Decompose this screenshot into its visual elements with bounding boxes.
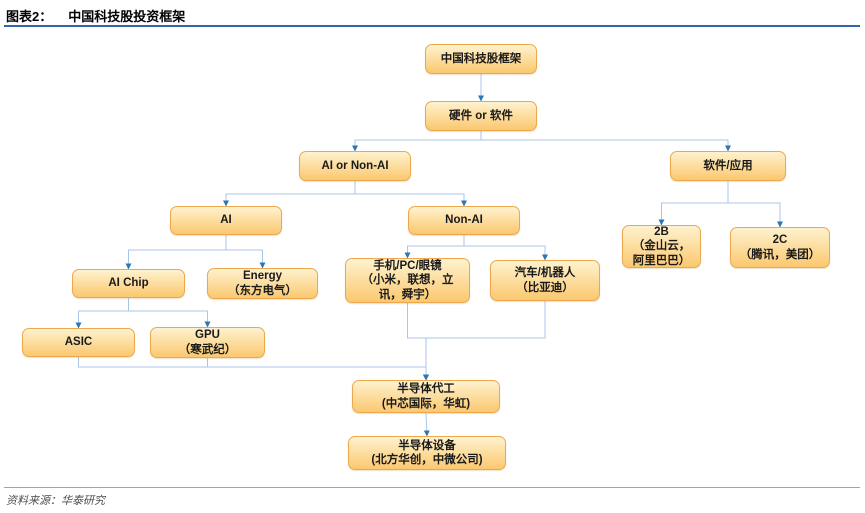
node-phone: 手机/PC/眼镜 （小米，联想，立讯，舜宇） [345, 258, 470, 303]
node-label: ASIC [64, 336, 93, 349]
node-label: (北方华创，中微公司) [371, 454, 483, 466]
edge-ai-or-nonai-ai [223, 181, 356, 207]
edge-hw-sw-ai-or-nonai [352, 131, 482, 152]
edge-ai-or-nonai-non-ai [354, 181, 467, 207]
node-label: 半导体设备 [398, 439, 456, 452]
node-label: 汽车/机器人 [514, 267, 576, 280]
edge-gpu-foundry [207, 358, 429, 381]
node-foundry: 半导体代工(中芯国际，华虹) [352, 380, 500, 413]
node-root: 中国科技股框架 [425, 44, 537, 74]
edge-ai-chip-gpu [128, 298, 211, 328]
edge-auto-foundry [423, 301, 546, 381]
edge-ai-energy [225, 235, 266, 269]
node-label: 阿里巴巴） [632, 254, 691, 267]
node-label: （小米，联想，立 [361, 274, 454, 287]
figure-header: 图表2： 中国科技股投资框架 [6, 6, 185, 25]
node-label: 讯，舜宇） [378, 288, 437, 301]
edge-phone-foundry [407, 303, 429, 381]
node-label: 2C [772, 234, 788, 247]
node-ai: AI [170, 206, 282, 235]
node-label: 硬件 or 软件 [449, 109, 513, 122]
node-label: AI Chip [108, 277, 149, 290]
node-label: AI [220, 214, 232, 227]
node-label: 2B [654, 225, 669, 238]
edge-sw-app-2c [727, 181, 783, 228]
edge-sw-app-2b [658, 181, 729, 226]
node-non-ai: Non-AI [408, 206, 520, 235]
footer-rule [4, 487, 860, 488]
node-auto: 汽车/机器人（比亚迪） [490, 260, 600, 301]
figure-title: 中国科技股投资框架 [68, 9, 186, 24]
node-label: （金山云， [632, 240, 691, 253]
node-label: Energy [243, 270, 282, 283]
node-gpu: GPU（寒武纪） [150, 327, 265, 358]
node-label: （腾讯，美团） [739, 248, 821, 261]
node-ai-chip: AI Chip [72, 269, 185, 298]
edge-asic-foundry [78, 357, 429, 381]
header-rule [4, 25, 860, 27]
node-ai-or-nonai: AI or Non-AI [299, 151, 411, 181]
node-energy: Energy（东方电气） [207, 268, 318, 299]
node-label: 手机/PC/眼镜 [373, 259, 442, 272]
figure-label: 图表2： [6, 9, 53, 24]
node-label: （东方电气） [228, 284, 297, 297]
node-hw-sw: 硬件 or 软件 [425, 101, 537, 131]
node-label: （寒武纪） [178, 343, 237, 356]
node-label: GPU [195, 329, 220, 342]
node-label: AI or Non-AI [321, 159, 389, 172]
node-label: 中国科技股框架 [440, 52, 522, 65]
node-sw-app: 软件/应用 [670, 151, 786, 181]
node-label: 半导体代工 [397, 383, 455, 396]
edge-ai-chip-asic [75, 298, 129, 329]
edge-non-ai-phone [404, 235, 465, 259]
edge-hw-sw-sw-app [480, 131, 731, 152]
node-equip: 半导体设备 (北方华创，中微公司) [348, 436, 506, 470]
node-2c: 2C（腾讯，美团） [730, 227, 830, 268]
edge-foundry-equip [423, 412, 430, 437]
node-label: （比亚迪） [516, 281, 574, 294]
node-label: (中芯国际，华虹) [381, 397, 471, 410]
edge-non-ai-auto [463, 235, 548, 261]
edge-ai-ai-chip [125, 235, 227, 270]
node-2b: 2B （金山云，阿里巴巴） [622, 225, 701, 268]
node-label: Non-AI [445, 214, 483, 227]
node-asic: ASIC [22, 328, 135, 357]
source-note: 资料来源：华泰研究 [6, 495, 105, 507]
node-label: 软件/应用 [703, 159, 753, 172]
